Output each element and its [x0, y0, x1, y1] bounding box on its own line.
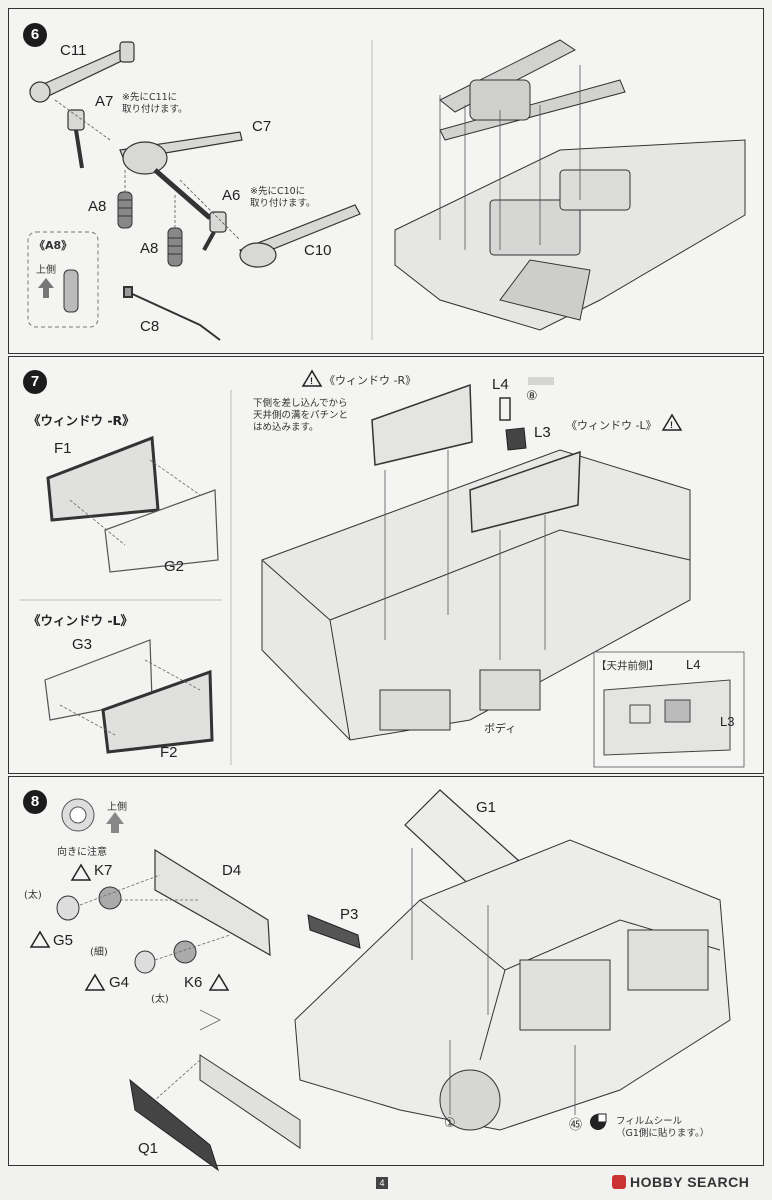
label-q1: Q1: [138, 1140, 159, 1157]
body-label: ボディ: [484, 722, 517, 735]
label-f2: F2: [160, 744, 178, 761]
c7-shaft-part: [119, 131, 243, 220]
label-circled-45: ㊺: [569, 1118, 583, 1133]
label-a8-bottom: A8: [140, 240, 159, 257]
roof-label-l4: L4: [686, 657, 701, 672]
chassis-drawing: [394, 39, 746, 331]
c10-arm-part: [239, 204, 361, 268]
label-thick-1: (太): [24, 890, 42, 901]
q1-grille: [129, 1078, 219, 1172]
label-p3: P3: [340, 906, 359, 923]
d4-front-panel: [154, 848, 271, 957]
a7-part: [67, 109, 85, 169]
watermark-text: HOBBY SEARCH: [630, 1174, 750, 1190]
f2-window-frame: [101, 669, 214, 754]
label-a7: A7: [95, 93, 114, 110]
a8-inset-box: [27, 231, 99, 328]
step8-number: 8: [23, 790, 47, 814]
note-a6: ※先にC10に 取り付けます。: [250, 186, 316, 209]
warning-icon: [301, 369, 683, 431]
label-circled-8: ⑧: [526, 389, 538, 404]
window-r-title: 《ウィンドウ -R》: [28, 413, 135, 428]
label-a8-top: A8: [88, 198, 107, 215]
label-g2: G2: [164, 558, 185, 575]
lamp-parts: [56, 886, 197, 974]
label-c11: C11: [60, 42, 87, 59]
grille-bumper: [199, 1054, 301, 1149]
a6-part: [202, 211, 227, 251]
label-g5: G5: [53, 932, 74, 949]
label-g3: G3: [72, 636, 93, 653]
center-window-l: [469, 450, 581, 533]
center-note: 下側を差し込んでから 天井側の溝をパチンと はめ込みます。: [253, 398, 349, 433]
up-arrow-icon: [38, 278, 54, 288]
note-a7: ※先にC11に 取り付けます。: [122, 92, 188, 115]
roof-inset-title: 【天井前側】: [596, 660, 659, 672]
label-k6: K6: [184, 974, 203, 991]
p3-part: [307, 914, 361, 949]
label-circled-1: ①: [444, 1116, 456, 1131]
g2-window-glass: [104, 489, 219, 573]
c8-rod-part: [123, 286, 221, 341]
label-f1: F1: [54, 440, 72, 457]
label-thin: (細): [90, 947, 108, 958]
watermark: HOBBY SEARCH: [612, 1174, 749, 1190]
step8-up-label: 上側: [107, 802, 127, 813]
f1-window-frame: [46, 435, 160, 522]
step7-number: 7: [23, 370, 47, 394]
label-a6: A6: [222, 187, 241, 204]
a8-inset-up-label: 上側: [36, 265, 56, 276]
l3-part: [505, 427, 527, 451]
hobby-search-logo-icon: [612, 1175, 626, 1189]
label-c8: C8: [140, 318, 160, 335]
label-c10: C10: [304, 242, 332, 259]
page-number: 4: [376, 1177, 388, 1189]
roof-label-l3: L3: [720, 714, 735, 729]
label-l4: L4: [492, 376, 509, 393]
l4-part: [499, 397, 511, 421]
window-l-title: 《ウィンドウ -L》: [28, 613, 134, 628]
label-c7: C7: [252, 118, 272, 135]
a8-spring-bottom: [167, 227, 183, 267]
body-shell-drawing: [261, 449, 691, 741]
label-g1: G1: [476, 799, 497, 816]
film-seal-note: フィルムシール （G1側に貼ります。）: [616, 1116, 710, 1139]
step6-number: 6: [23, 23, 47, 47]
center-window-r-title: 《ウィンドウ -R》: [324, 374, 417, 387]
c11-arm-part: [28, 41, 135, 103]
svg-text:!: !: [670, 420, 673, 430]
up-arrow-icon: [106, 812, 124, 824]
label-l3: L3: [534, 424, 551, 441]
car-body-drawing: [294, 839, 731, 1131]
label-thick-2: (太): [151, 994, 169, 1005]
svg-text:!: !: [310, 376, 313, 386]
orientation-note: 向きに注意: [57, 847, 107, 858]
center-window-r: [371, 383, 473, 466]
a8-inset-title: 《A8》: [34, 239, 73, 252]
center-window-l-title: 《ウィンドウ -L》: [566, 419, 657, 432]
l4-color-chip: [528, 377, 554, 385]
label-g4: G4: [109, 974, 130, 991]
warning-icon: [29, 863, 230, 991]
label-k7: K7: [94, 862, 113, 879]
a8-spring-top: [117, 191, 133, 229]
label-d4: D4: [222, 862, 242, 879]
